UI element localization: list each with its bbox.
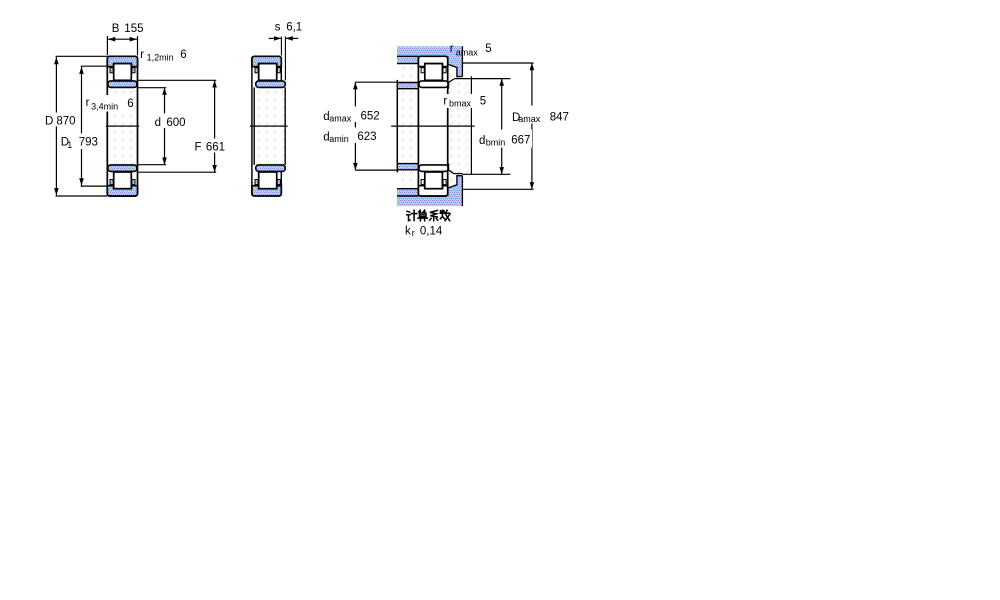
svg-text:793: 793: [79, 137, 98, 149]
svg-text:bmin: bmin: [486, 138, 506, 148]
svg-text:870: 870: [56, 116, 75, 128]
svg-text:amin: amin: [329, 134, 349, 144]
svg-text:amax: amax: [329, 113, 352, 123]
svg-text:6: 6: [180, 49, 186, 61]
svg-text:D: D: [61, 137, 69, 149]
svg-text:600: 600: [166, 117, 185, 129]
svg-text:5: 5: [480, 95, 486, 107]
svg-text:k: k: [405, 226, 411, 238]
svg-text:d: d: [323, 132, 329, 144]
svg-text:r: r: [412, 228, 415, 238]
svg-text:5: 5: [485, 43, 491, 55]
svg-text:r: r: [443, 95, 447, 107]
svg-text:3,4min: 3,4min: [91, 102, 118, 112]
svg-text:D: D: [512, 112, 520, 124]
svg-text:bmax: bmax: [449, 98, 472, 108]
svg-text:661: 661: [206, 142, 225, 154]
svg-text:1: 1: [67, 140, 72, 150]
svg-text:623: 623: [357, 131, 376, 143]
svg-text:B: B: [112, 23, 120, 35]
svg-text:0,14: 0,14: [420, 226, 443, 238]
svg-text:1,2min: 1,2min: [147, 53, 174, 63]
svg-text:652: 652: [361, 111, 380, 123]
svg-text:r: r: [450, 43, 454, 55]
svg-text:847: 847: [550, 112, 569, 124]
svg-text:6: 6: [127, 98, 133, 110]
svg-text:d: d: [323, 111, 329, 123]
svg-text:6,1: 6,1: [286, 22, 302, 34]
svg-text:amax: amax: [518, 114, 541, 124]
svg-text:155: 155: [124, 23, 143, 35]
svg-text:r: r: [140, 49, 144, 61]
svg-text:667: 667: [511, 135, 530, 147]
svg-text:F: F: [195, 142, 202, 154]
svg-text:r: r: [86, 97, 90, 109]
svg-text:amax: amax: [456, 47, 479, 57]
svg-text:D: D: [45, 116, 53, 128]
svg-text:d: d: [155, 117, 161, 129]
svg-text:s: s: [275, 22, 281, 34]
svg-text:d: d: [479, 135, 485, 147]
